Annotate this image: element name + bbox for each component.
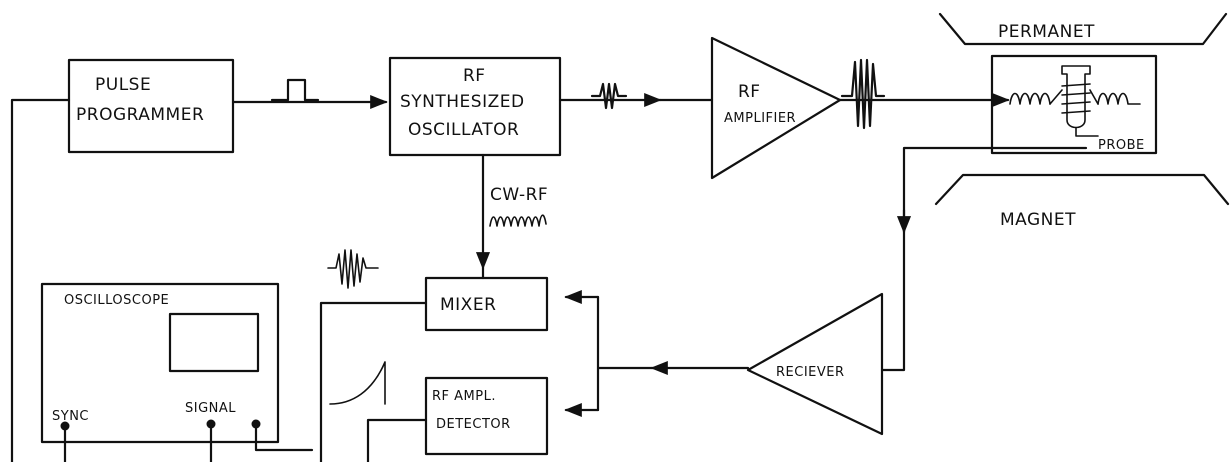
magnet-top-label: PERMANET	[998, 22, 1095, 42]
rf-burst-waveform-icon	[590, 82, 628, 110]
oscilloscope: OSCILLOSCOPE SYNC SIGNAL	[40, 282, 280, 444]
pulse-programmer-block: PULSE PROGRAMMER	[67, 58, 235, 154]
probe-sample-coil-icon	[1061, 83, 1091, 114]
receiver-block: RECIEVER	[746, 292, 884, 436]
mixer-output-waveform-icon	[327, 249, 379, 289]
rf-amplifier-label-line2: AMPLIFIER	[724, 111, 796, 126]
sample-tube-icon	[1061, 65, 1091, 129]
line-probe-to-receiver	[880, 146, 1088, 372]
nmr-probe: PROBE	[990, 54, 1158, 155]
rf-detector-label-line1: RF AMPL.	[432, 389, 496, 404]
probe-coil-right-icon	[1097, 92, 1141, 105]
line-sync-from-programmer	[10, 98, 71, 462]
rf-detector-block: RF AMPL. DETECTOR	[424, 376, 549, 456]
line-signal-jack-2	[254, 422, 314, 452]
probe-label: PROBE	[1098, 138, 1145, 153]
cw-rf-label: CW-RF	[490, 185, 548, 205]
rf-oscillator-label-line1: RF	[463, 66, 486, 86]
rf-oscillator-label-line2: SYNTHESIZED	[400, 92, 525, 112]
receiver-label: RECIEVER	[776, 365, 845, 380]
rf-amplifier-block: RF AMPLIFIER	[710, 36, 842, 180]
rf-oscillator-block: RF SYNTHESIZED OSCILLATOR	[388, 56, 562, 157]
mixer-block: MIXER	[424, 276, 549, 332]
line-detector-to-scope	[366, 418, 428, 462]
pulse-waveform-icon	[270, 78, 320, 102]
rf-detector-label-line2: DETECTOR	[436, 417, 511, 432]
detector-output-waveform-icon	[329, 361, 386, 405]
mixer-label: MIXER	[440, 295, 496, 315]
amplified-rf-burst-icon	[840, 58, 886, 130]
oscilloscope-label: OSCILLOSCOPE	[64, 293, 169, 308]
magnet-top-pole	[938, 12, 1228, 46]
line-mixer-to-scope	[319, 301, 428, 462]
magnet-bottom-label: MAGNET	[1000, 210, 1076, 230]
rf-amplifier-label-line1: RF	[738, 82, 761, 102]
signal-input-label: SIGNAL	[185, 401, 236, 416]
probe-coil-left-icon	[1009, 92, 1051, 105]
pulse-programmer-label-line2: PROGRAMMER	[76, 105, 204, 125]
line-receiver-bus	[596, 295, 654, 412]
magnet-bottom-pole	[934, 173, 1230, 206]
oscilloscope-screen	[168, 312, 260, 373]
rf-oscillator-label-line3: OSCILLATOR	[408, 120, 519, 140]
sync-input-label: SYNC	[52, 409, 89, 424]
cw-rf-waveform-icon	[489, 214, 547, 227]
pulse-programmer-label-line1: PULSE	[95, 75, 151, 95]
probe-leads	[1049, 89, 1099, 137]
